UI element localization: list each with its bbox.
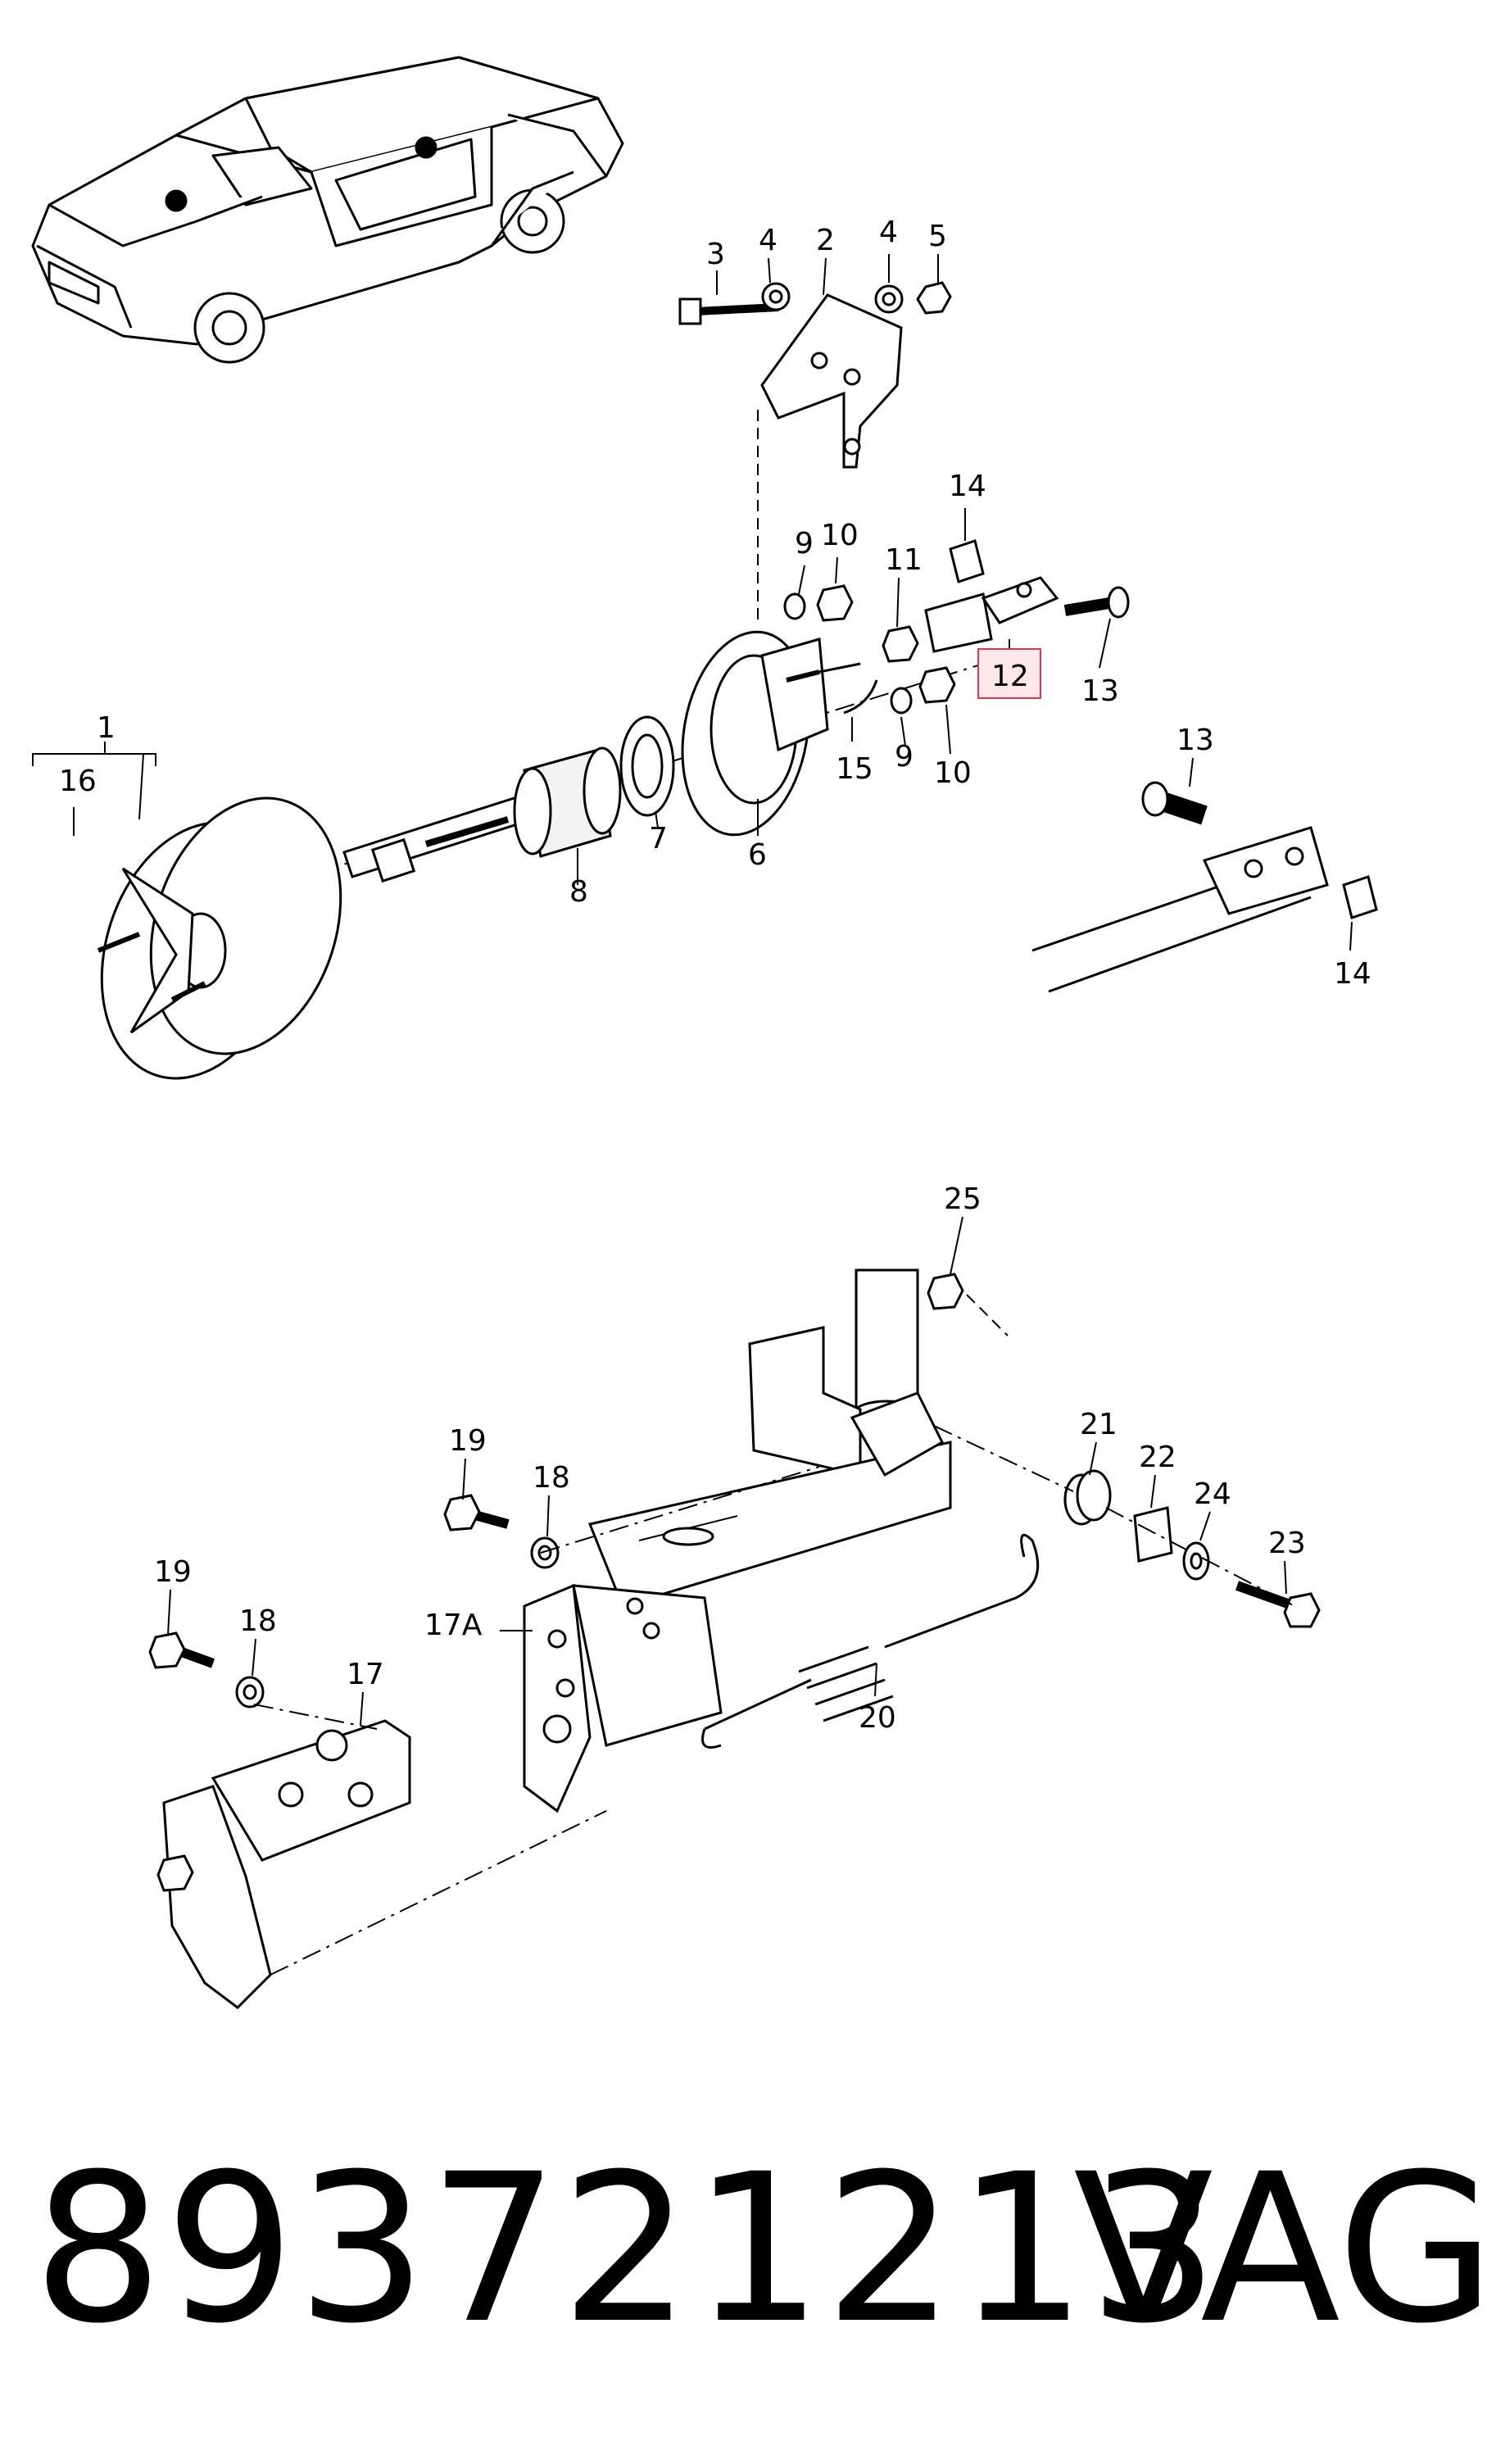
callout-24: 24 [1194, 1477, 1231, 1511]
leader-lines [32, 254, 1353, 1726]
callout-13a: 13 [1081, 674, 1119, 708]
callout-5: 5 [928, 220, 947, 253]
brake-booster-assembly [97, 281, 1378, 1080]
callout-13b: 13 [1176, 724, 1214, 757]
callout-8: 8 [569, 875, 588, 909]
part-number: 893721213 [33, 2130, 1221, 2368]
callout-11: 11 [885, 543, 923, 577]
callout-16: 16 [59, 765, 97, 798]
callout-labels: 1 16 3 4 2 4 5 14 9 10 11 12 13 13 15 9 … [59, 216, 1371, 1735]
callout-10b: 10 [934, 756, 972, 790]
brand-name: VAG [1073, 2130, 1487, 2368]
callout-21: 21 [1080, 1408, 1118, 1441]
callout-25: 25 [944, 1182, 982, 1216]
callout-14b: 14 [1334, 957, 1371, 991]
callout-7: 7 [649, 822, 668, 855]
callout-12-highlight [977, 648, 1041, 699]
callout-22: 22 [1139, 1441, 1176, 1474]
callout-12: 12 [991, 660, 1029, 693]
callout-14a: 14 [949, 470, 986, 503]
callout-2: 2 [816, 224, 835, 257]
callout-4a: 4 [759, 224, 778, 257]
callout-9b: 9 [895, 740, 914, 774]
callout-15: 15 [836, 752, 873, 786]
callout-19b: 19 [154, 1555, 192, 1589]
callout-18a: 18 [533, 1461, 570, 1495]
callout-17: 17 [347, 1658, 384, 1691]
callout-18b: 18 [239, 1604, 277, 1638]
callout-9a: 9 [795, 527, 814, 560]
callout-19a: 19 [449, 1424, 487, 1458]
callout-20: 20 [859, 1701, 896, 1735]
callout-3: 3 [706, 238, 725, 271]
callout-1: 1 [97, 711, 116, 745]
callout-4b: 4 [879, 216, 898, 249]
callout-6: 6 [748, 838, 767, 872]
car-illustration [31, 56, 624, 364]
brake-pressure-regulator-assembly [148, 1268, 1321, 2009]
callout-17a: 17A [424, 1609, 483, 1642]
callout-23: 23 [1268, 1527, 1306, 1560]
callout-10a: 10 [821, 519, 859, 552]
